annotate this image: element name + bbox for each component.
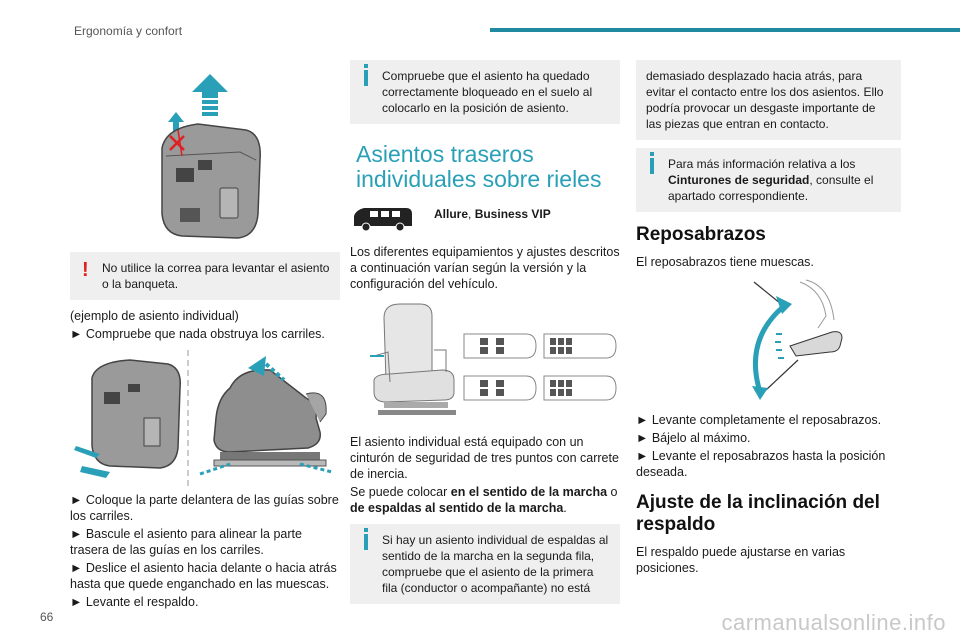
intro-text: Los diferentes equipamientos y ajustes d… [350, 245, 620, 291]
van-icon [354, 208, 412, 232]
armrest-step-lower: ► Bájelo al máximo. [636, 431, 751, 445]
seat-lift-illustration [70, 60, 340, 246]
armrest-image [752, 279, 843, 400]
info-note-continued: demasiado desplazado hacia atrás, para e… [636, 60, 901, 140]
column-1: ! No utilice la correa para levantar el … [70, 60, 340, 612]
header-accent-bar [490, 28, 960, 32]
page-number: 66 [40, 610, 54, 624]
step-check-rails: ► Compruebe que nada obstruya los carril… [70, 327, 325, 341]
armrest-step-raise: ► Levante completamente el reposabrazos. [636, 413, 882, 427]
info-note-text: Si hay un asiento individual de espaldas… [382, 533, 609, 595]
armrest-text: El reposabrazos tiene muescas. [636, 255, 814, 269]
watermark-text: carmanualsonline.info [721, 610, 946, 635]
seat-config-illustration [350, 300, 620, 428]
versions-label: Allure, Business VIP [434, 207, 551, 221]
step-slide-seat: ► Deslice el asiento hacia delante o hac… [70, 561, 337, 591]
info-note-text: Compruebe que el asiento ha quedado corr… [382, 69, 593, 115]
belt-text: El asiento individual está equipado con … [350, 435, 619, 481]
warning-icon: ! [82, 259, 89, 281]
example-caption: (ejemplo de asiento individual) [70, 309, 239, 323]
page-header-title: Ergonomía y confort [74, 24, 183, 38]
column-3: demasiado desplazado hacia atrás, para e… [636, 60, 901, 578]
section-title: Asientos traseros individuales sobre rie… [356, 141, 602, 192]
backrest-title: Ajuste de la inclinación del respaldo [636, 492, 880, 535]
step-tilt-seat: ► Bascule el asiento para alinear la par… [70, 527, 302, 557]
seat-config-image [370, 303, 617, 415]
info-icon [650, 152, 654, 174]
info-note-text: demasiado desplazado hacia atrás, para e… [646, 69, 884, 131]
info-note-rear-facing: Si hay un asiento individual de espaldas… [350, 524, 620, 604]
seat-lift-image [161, 74, 261, 239]
seat-rails-illustration [70, 348, 340, 488]
armrest-title: Reposabrazos [636, 224, 766, 245]
info-note-seatbelts: Para más información relativa a los Cint… [636, 148, 901, 212]
info-icon [364, 64, 368, 86]
orientation-text: Se puede colocar en el sentido de la mar… [350, 485, 618, 515]
info-note-locked: Compruebe que el asiento ha quedado corr… [350, 60, 620, 124]
versions-row: Allure, Business VIP [350, 204, 620, 232]
warning-text: No utilice la correa para levantar el as… [102, 261, 330, 291]
step-raise-backrest: ► Levante el respaldo. [70, 595, 199, 609]
info-icon [364, 528, 368, 550]
column-2: Compruebe que el asiento ha quedado corr… [350, 60, 620, 612]
step-place-guides: ► Coloque la parte delantera de las guía… [70, 493, 339, 523]
seat-rails-image [74, 350, 333, 486]
info-note-text: Para más información relativa a los Cint… [668, 157, 874, 203]
armrest-step-position: ► Levante el reposabrazos hasta la posic… [636, 449, 886, 479]
backrest-text: El respaldo puede ajustarse en varias po… [636, 545, 846, 575]
warning-note: ! No utilice la correa para levantar el … [70, 252, 340, 300]
armrest-illustration [636, 276, 901, 406]
